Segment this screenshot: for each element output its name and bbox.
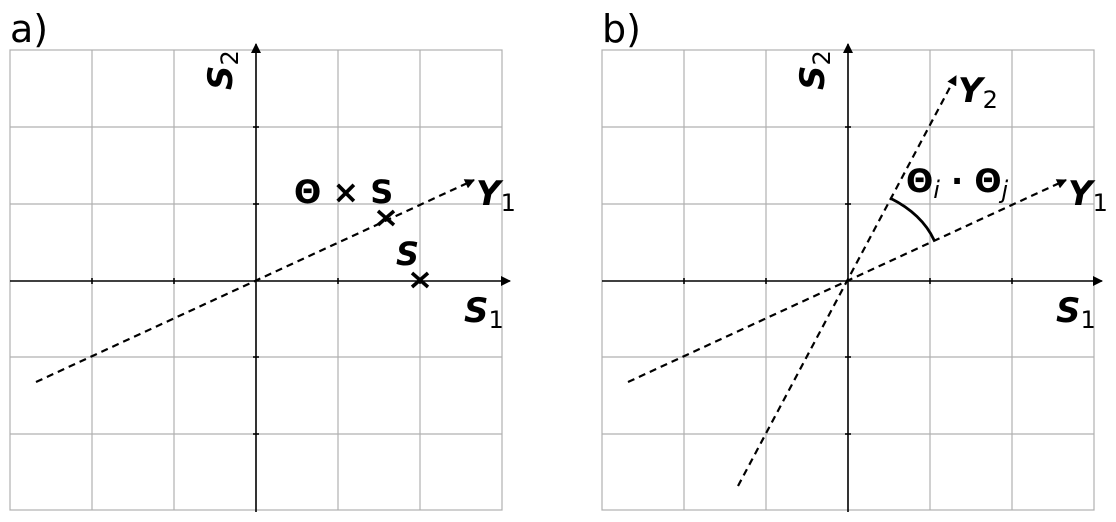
panel-b-label: b) bbox=[602, 7, 641, 51]
panel-b-line-y1 bbox=[627, 179, 1067, 383]
angle-arc bbox=[889, 196, 936, 241]
point-s-label: S bbox=[396, 235, 419, 273]
panel-a-x-axis-label: S1 bbox=[464, 291, 504, 334]
panel-b-ticks bbox=[683, 126, 1013, 435]
angle-label: Θi · Θj bbox=[906, 162, 1009, 204]
panel-b: b) S1 S2 Y2 bbox=[601, 7, 1108, 512]
point-s-marker bbox=[410, 271, 430, 289]
panel-b-line-y1-label: Y1 bbox=[1068, 174, 1108, 217]
panel-a-line-y1-label: Y1 bbox=[476, 174, 516, 217]
panel-a: a) S1 S2 Y1 bbox=[9, 7, 516, 512]
panel-a-y-axis-label: S2 bbox=[201, 50, 244, 90]
panel-a-label: a) bbox=[10, 7, 48, 51]
panel-b-line-y2-label: Y2 bbox=[958, 71, 998, 114]
panel-b-x-axis-label: S1 bbox=[1056, 291, 1096, 334]
projected-point-label: Θ × S bbox=[294, 173, 393, 211]
panel-a-line-y1 bbox=[35, 179, 475, 383]
panel-b-y-axis-label: S2 bbox=[793, 50, 836, 90]
projected-point-marker bbox=[376, 209, 396, 227]
